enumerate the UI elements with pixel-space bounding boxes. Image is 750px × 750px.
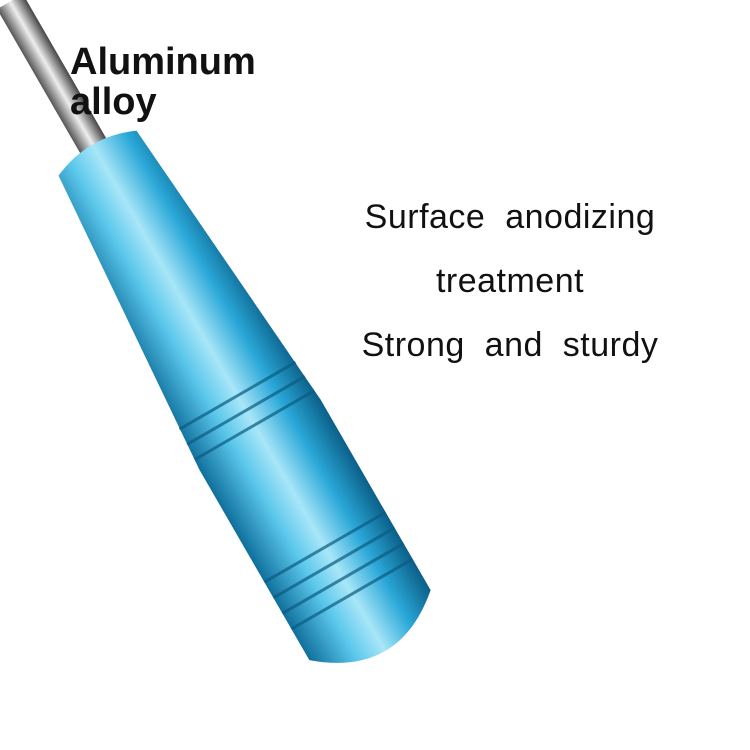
handle — [0, 0, 431, 663]
description-line-2: treatment — [435, 262, 585, 300]
heading-line-1: Aluminum — [70, 41, 256, 83]
description-line-1: Surface anodizing — [364, 198, 656, 236]
grip-rings — [178, 360, 414, 631]
description-line-3: Strong and sturdy — [361, 326, 659, 364]
heading-line-2: alloy — [70, 81, 157, 123]
material-heading: Aluminum alloy — [70, 42, 256, 122]
feature-description: Surface anodizing treatment Strong and s… — [330, 185, 690, 377]
